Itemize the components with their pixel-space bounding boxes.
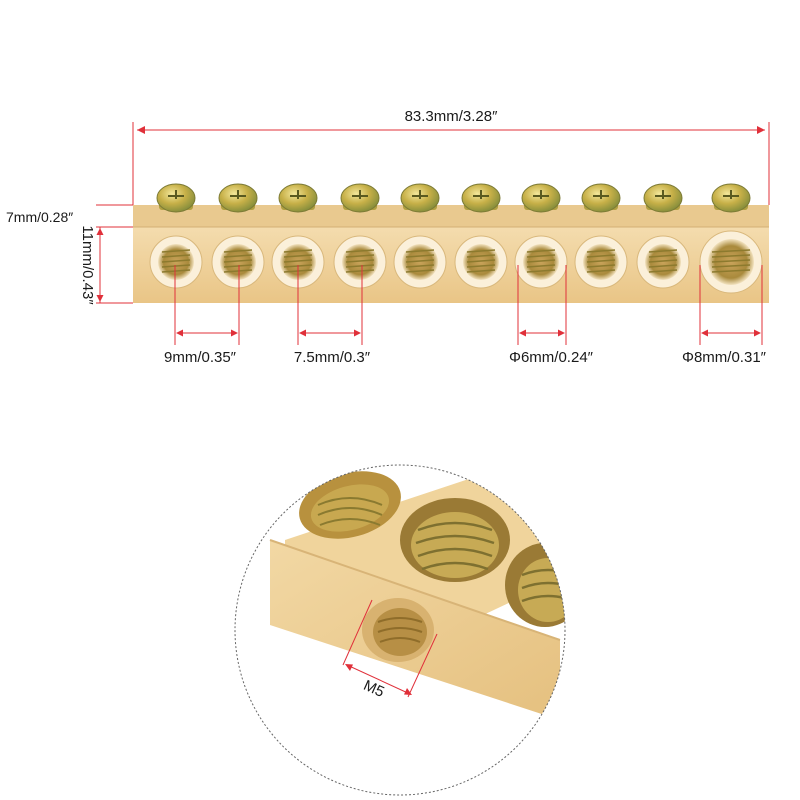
- screw-head: [400, 183, 440, 213]
- large-hole-label: Φ8mm/0.31″: [682, 349, 767, 366]
- zoom-circle-outline: [234, 464, 566, 796]
- threaded-hole: [574, 235, 628, 289]
- threaded-hole: [636, 235, 690, 289]
- screw-head: [461, 183, 501, 213]
- height-dimensions: 7mm/0.28″ 11mm/0.43″: [6, 204, 133, 305]
- terminal-bar: [133, 183, 769, 303]
- body-height-label: 11mm/0.43″: [79, 225, 96, 305]
- gap-spacing-label: 7.5mm/0.3″: [294, 349, 371, 366]
- screw-head: [521, 183, 561, 213]
- overall-length-dimension: 83.3mm/3.28″: [132, 108, 770, 205]
- threaded-hole: [454, 235, 508, 289]
- zoom-hole-center: [400, 498, 510, 582]
- small-hole-label: Φ6mm/0.24″: [509, 349, 594, 366]
- screw-head: [156, 183, 196, 213]
- threaded-hole: [149, 235, 203, 289]
- threaded-hole: [271, 235, 325, 289]
- screw-head: [581, 183, 621, 213]
- screw-head: [218, 183, 258, 213]
- zoom-detail: M5: [234, 464, 566, 796]
- zoom-m5-hole: [362, 598, 434, 662]
- screw-head: [643, 183, 683, 213]
- threaded-hole: [514, 235, 568, 289]
- threaded-hole: [211, 235, 265, 289]
- threaded-hole: [699, 230, 763, 294]
- overall-length-label: 83.3mm/3.28″: [405, 108, 499, 125]
- large-hole-dimension: Φ8mm/0.31″: [682, 265, 767, 366]
- zoom-hole-right: [505, 543, 565, 627]
- hole-pitch-label: 9mm/0.35″: [164, 349, 237, 366]
- top-height-label: 7mm/0.28″: [6, 209, 73, 225]
- hole-row: [149, 230, 763, 294]
- screw-head: [278, 183, 318, 213]
- screw-row: [156, 183, 751, 213]
- threaded-hole: [333, 235, 387, 289]
- small-hole-dimension: Φ6mm/0.24″: [509, 265, 594, 366]
- screw-head: [711, 183, 751, 213]
- screw-head: [340, 183, 380, 213]
- gap-spacing-dimension: 7.5mm/0.3″: [294, 265, 371, 366]
- threaded-hole: [393, 235, 447, 289]
- hole-pitch-dimension: 9mm/0.35″: [164, 265, 240, 366]
- zoom-hole-left: [299, 471, 401, 539]
